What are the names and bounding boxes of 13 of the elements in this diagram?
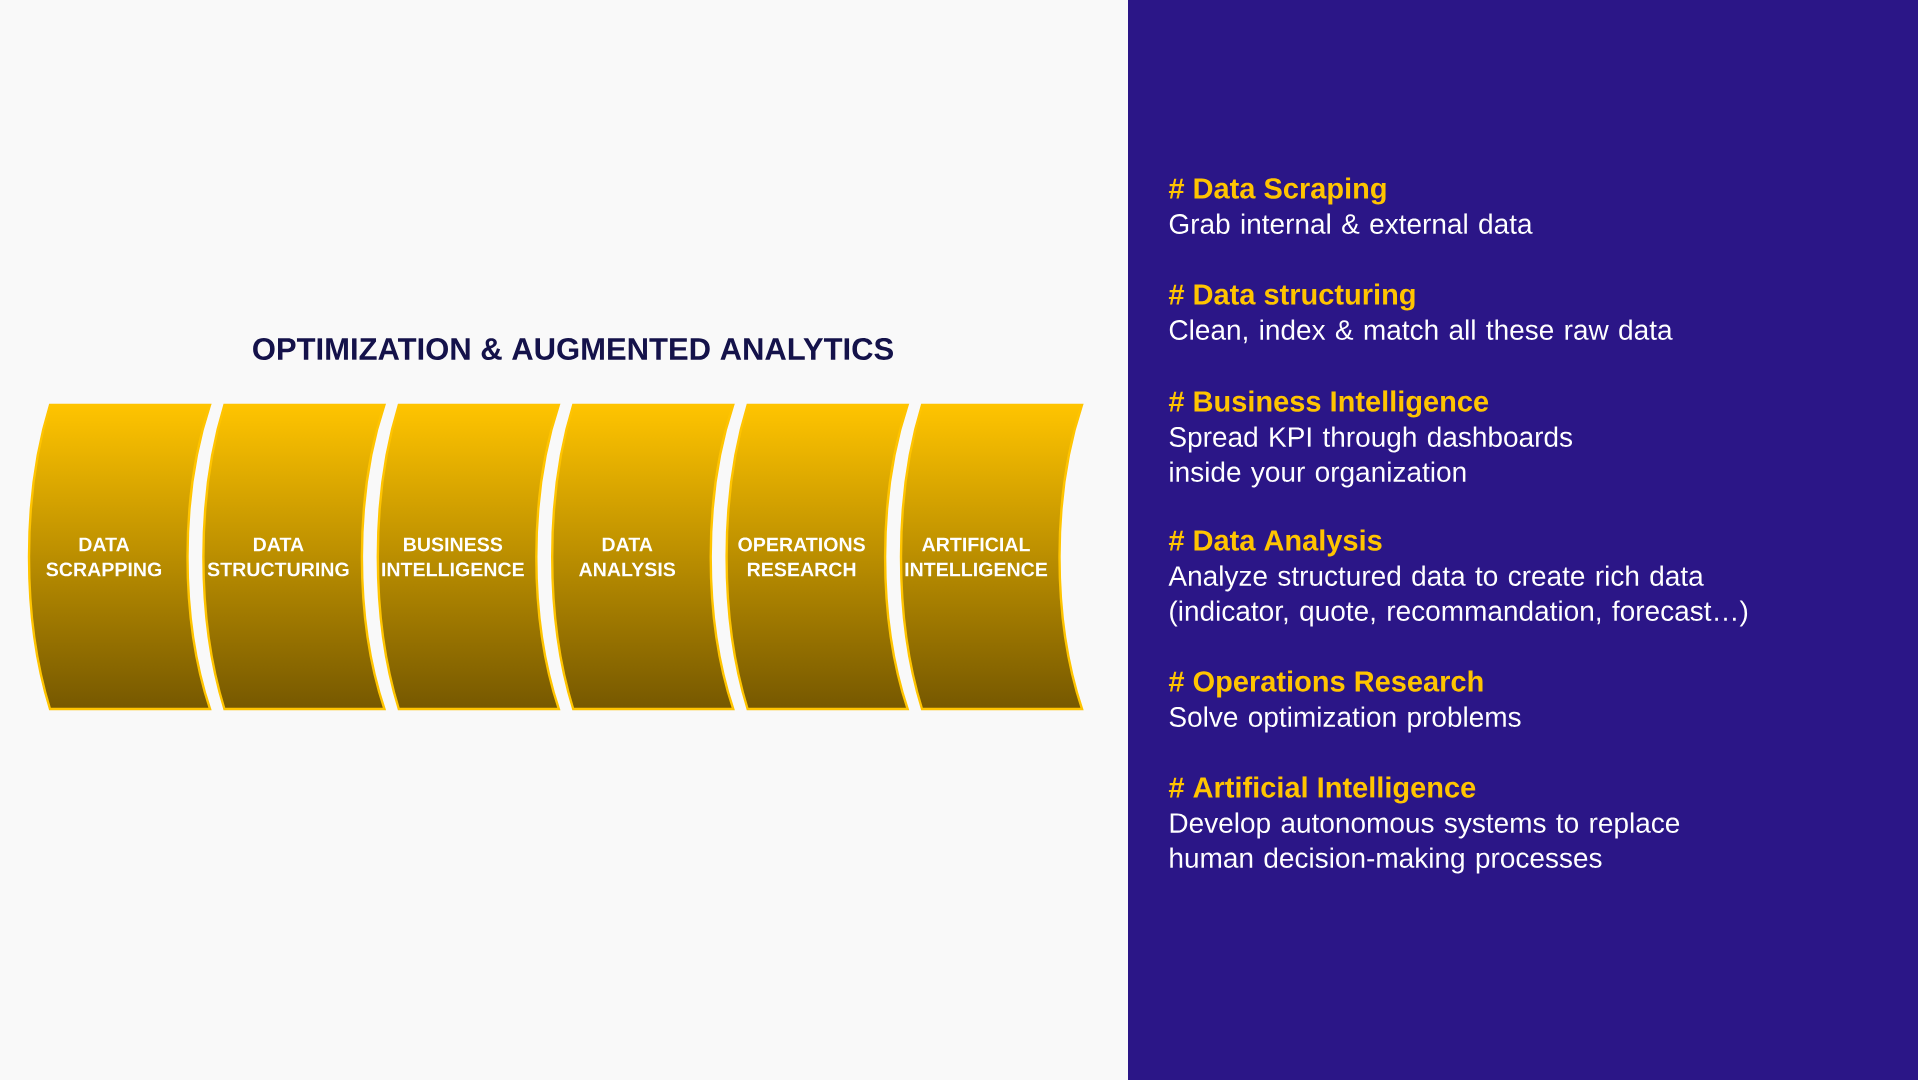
section-heading: # Business Intelligence <box>1168 390 1489 418</box>
section-heading: # Operations Research <box>1168 670 1483 698</box>
description: Solve optimization problems <box>1169 706 1521 733</box>
description: Develop autonomous systems to replace human decision-making processes <box>1170 812 1680 874</box>
description: Grab internal & external data <box>1169 213 1533 234</box>
description: Analyze structured data to create rich data (indicator, quote, recommandation, forecast…) <box>1168 565 1748 627</box>
section-heading: # Data Scraping <box>1168 177 1386 205</box>
section-heading: # Data structuring <box>1168 283 1415 311</box>
section-heading: # Artificial Intelligence <box>1168 776 1476 804</box>
title: OPTIMIZATION & AUGMENTED ANALYTICS <box>253 338 893 360</box>
section-heading: # Data Analysis <box>1168 529 1382 557</box>
description: Spread KPI through dashboards inside your organization <box>1169 426 1572 488</box>
description: Clean, index & match all these raw data <box>1169 319 1673 344</box>
